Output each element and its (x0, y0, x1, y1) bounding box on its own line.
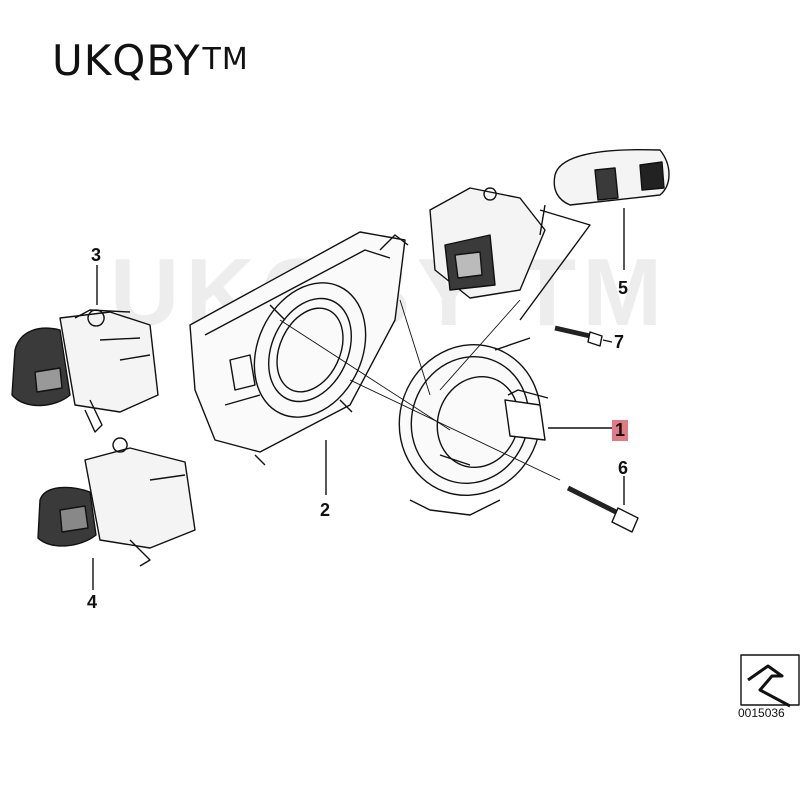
part-7-screw (554, 325, 603, 347)
brand-logo: UKQBYTM (52, 36, 249, 85)
part-5-wiper-switch (429, 148, 670, 299)
callout-7: 7 (614, 332, 625, 352)
diagram-part-number: 0015036 (738, 706, 785, 720)
part-1-clock-spring (398, 337, 549, 516)
callout-3: 3 (91, 245, 102, 265)
trademark-mark: TM (202, 42, 249, 77)
leader-7 (602, 339, 613, 343)
callout-1: 1 (612, 420, 629, 441)
part-4-lock-cylinder (37, 437, 196, 567)
callout-5: 5 (618, 278, 629, 298)
leader-5-bracket (519, 209, 591, 321)
callout-2: 2 (320, 500, 331, 520)
callout-4: 4 (87, 592, 98, 612)
part-2-switch-carrier (189, 231, 409, 466)
part-3-ignition-lock (11, 309, 159, 433)
alignment-lines (279, 299, 561, 481)
callout-6: 6 (618, 458, 629, 478)
direction-arrow-icon (740, 654, 800, 708)
brand-name: UKQBY (52, 36, 201, 85)
part-6-bolt (566, 485, 639, 533)
